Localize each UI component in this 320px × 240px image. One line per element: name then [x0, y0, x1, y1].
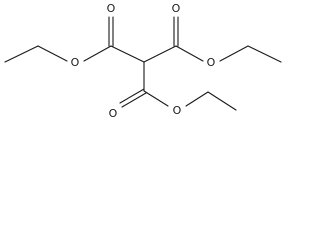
bond-left-c-o-single [83, 45, 112, 62]
bond-bottom-c-o-double-b [121, 92, 147, 108]
bond-bottom-c-o-single [143, 90, 169, 107]
bond-center-to-right-carbonyl [143, 45, 177, 63]
triethyl-methanetricarboxylate-structure: O O O O O O [4, 2, 282, 120]
oxygen-label-bottom-ester: O [173, 104, 182, 117]
bond-right-ch2-ch3 [247, 45, 282, 63]
oxygen-label-bottom-carbonyl: O [109, 107, 118, 120]
oxygen-label-top-right-ester: O [207, 56, 216, 69]
bond-center-to-left-carbonyl [110, 45, 145, 63]
bond-right-c-o-single [175, 45, 204, 62]
bond-left-o-ch2 [37, 45, 68, 62]
bond-bottom-c-o-double-a [119, 88, 145, 104]
bond-bottom-ch2-ch3 [207, 91, 237, 111]
bond-bottom-o-ch2 [185, 91, 209, 107]
bond-right-o-ch2 [219, 45, 249, 62]
oxygen-label-top-right-carbonyl: O [172, 2, 181, 15]
oxygen-label-top-left-ester: O [71, 56, 80, 69]
oxygen-label-top-left-carbonyl: O [107, 2, 116, 15]
bond-left-ch2-ch3 [4, 45, 39, 63]
